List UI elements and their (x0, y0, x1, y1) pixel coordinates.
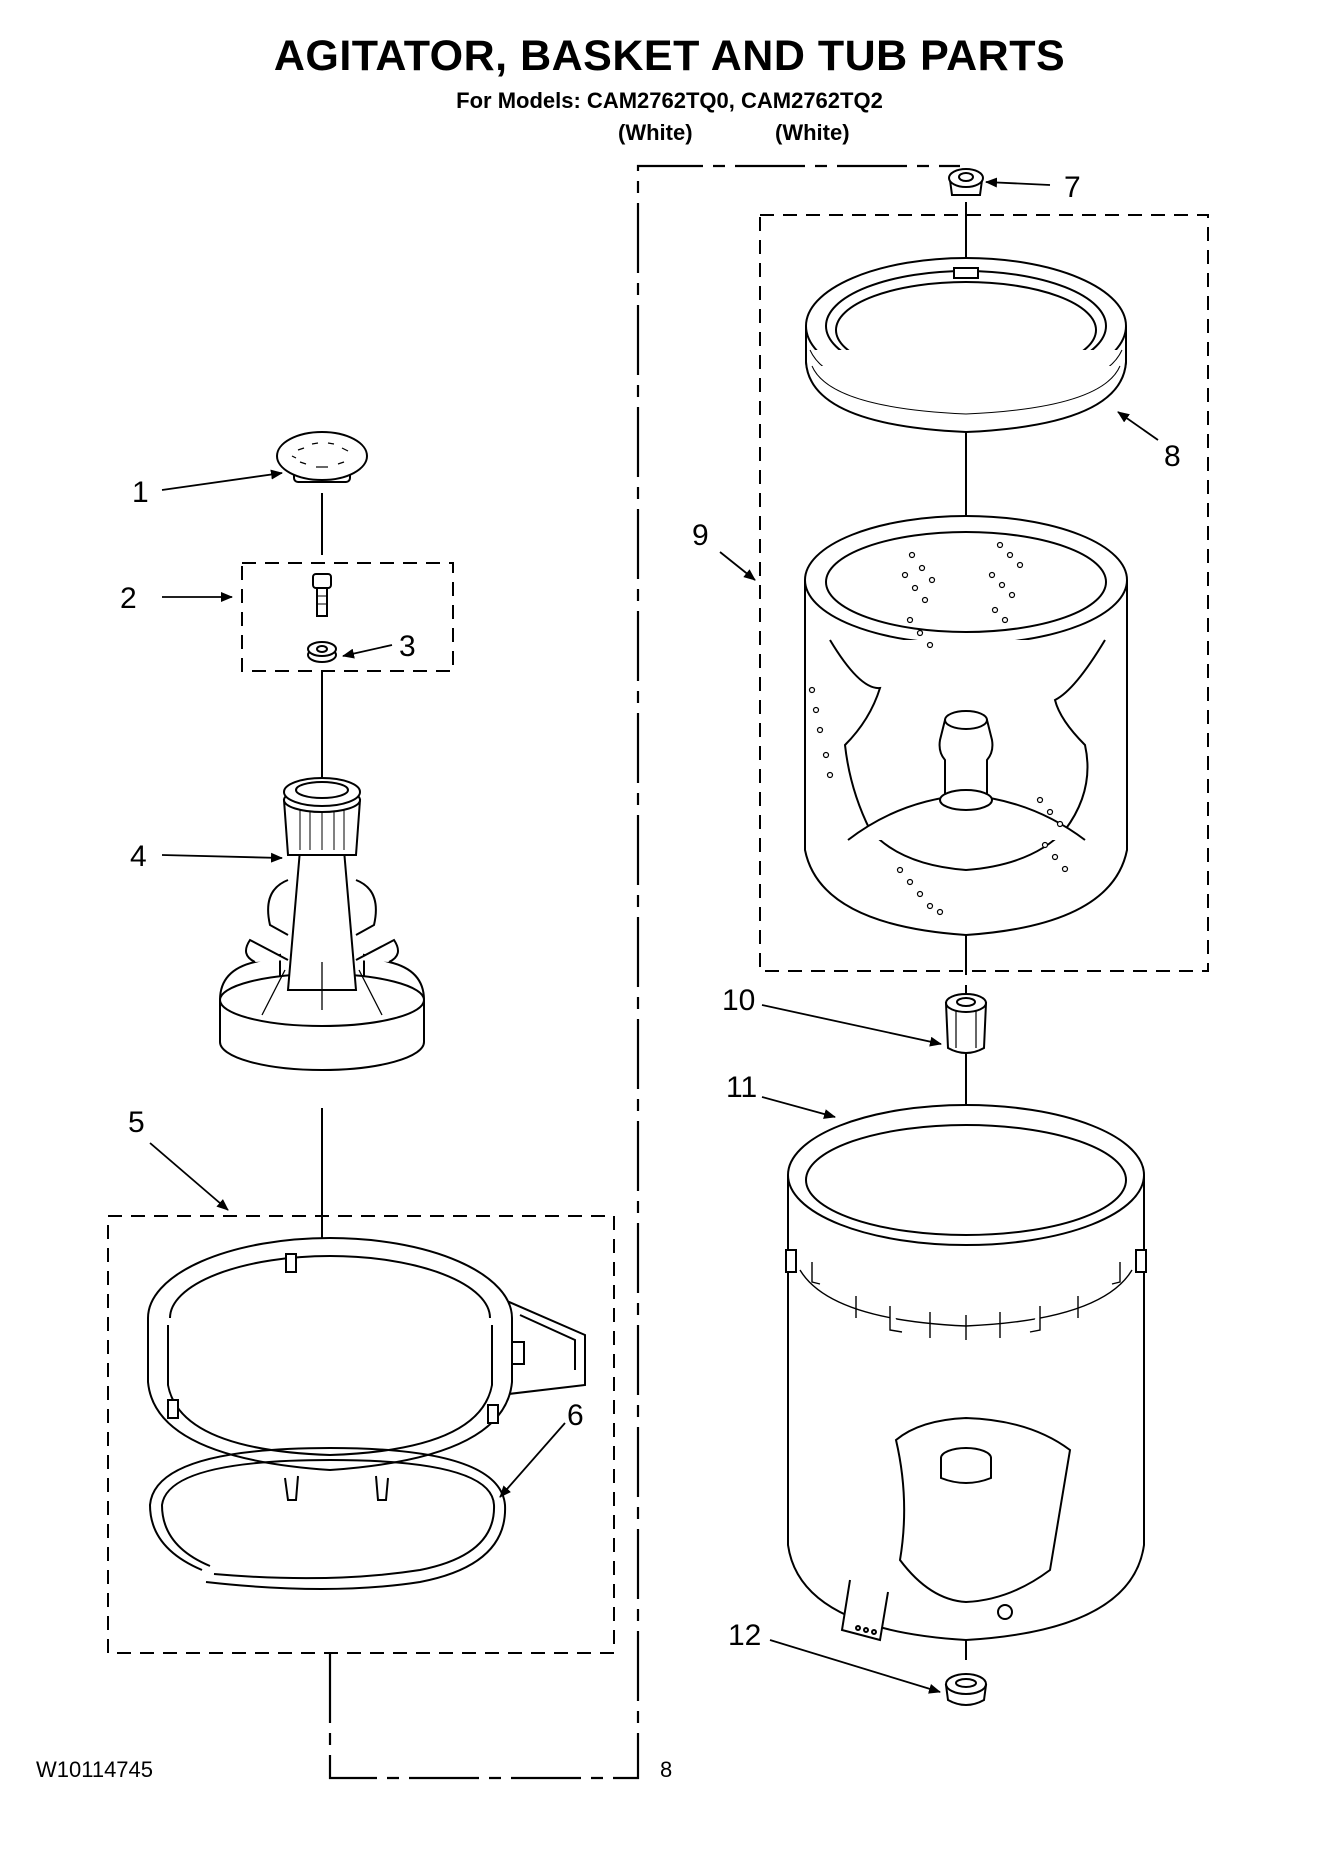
bolt-part (312, 573, 332, 617)
callout-number-12: 12 (728, 1619, 761, 1652)
nut-part (948, 168, 984, 196)
callout-numbers: 1 2 3 4 5 6 7 8 9 10 11 12 (120, 171, 1181, 1652)
model-variant-1: (White) (618, 120, 693, 145)
assembly-connector-line (328, 164, 960, 1780)
callout-number-6: 6 (567, 1399, 584, 1432)
page-title: AGITATOR, BASKET AND TUB PARTS (273, 32, 1066, 80)
group-box-9 (759, 214, 1209, 972)
balance-ring-part (805, 257, 1127, 434)
callout-number-1: 1 (132, 476, 149, 509)
washer-part (307, 641, 337, 663)
models-line: For Models: CAM2762TQ0, CAM2762TQ2 (456, 88, 883, 113)
callout-number-9: 9 (692, 519, 709, 552)
page-number: 8 (660, 1757, 673, 1782)
group-box-2 (241, 562, 454, 672)
callout-number-5: 5 (128, 1106, 145, 1139)
callout-number-4: 4 (130, 840, 147, 873)
tub-seal-part (944, 1673, 988, 1706)
callout-number-7: 7 (1064, 171, 1081, 204)
callout-number-10: 10 (722, 984, 755, 1017)
group-box-5 (107, 1215, 615, 1654)
callout-number-8: 8 (1164, 440, 1181, 473)
tub-ring-part (147, 1237, 586, 1501)
model-variant-2: (White) (775, 120, 850, 145)
drive-coupling-part (944, 993, 988, 1054)
callout-number-11: 11 (726, 1071, 757, 1104)
agitator-part (219, 777, 425, 1071)
outer-tub-part (785, 1104, 1147, 1642)
callout-number-3: 3 (399, 630, 416, 663)
agitator-cap-part (276, 431, 368, 483)
basket-part (804, 515, 1128, 937)
callout-number-2: 2 (120, 582, 137, 615)
callout-leaders (149, 177, 1159, 1694)
document-number: W10114745 (36, 1757, 154, 1782)
snap-ring-part (148, 1446, 507, 1590)
